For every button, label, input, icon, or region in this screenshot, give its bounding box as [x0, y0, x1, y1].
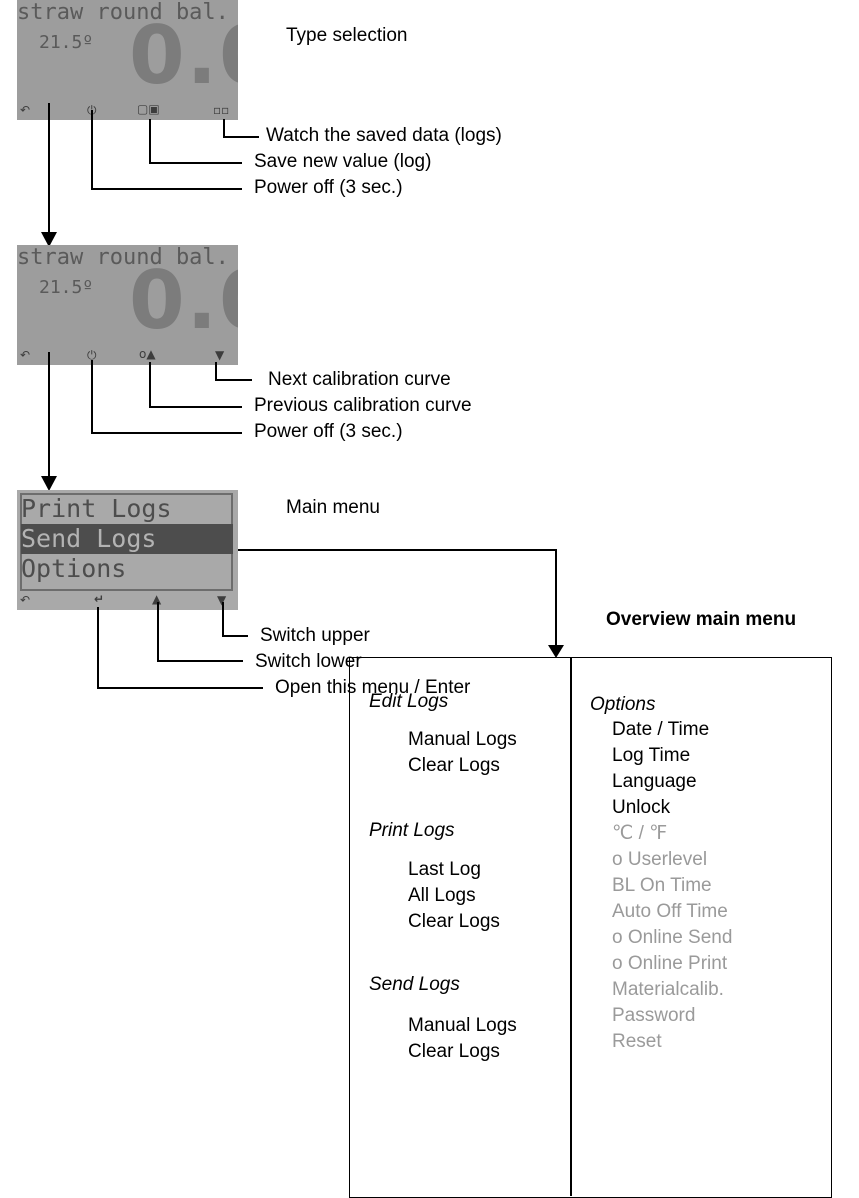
menu-item-temp-unit: ℃ / ℉	[612, 823, 668, 844]
screen3-title: Main menu	[286, 497, 380, 518]
lcd-temperature: 21.5º	[39, 277, 94, 298]
menu-item-send-manual: Manual Logs	[408, 1015, 517, 1036]
lcd-menu-item-print[interactable]: Print Logs	[21, 494, 172, 523]
menu-item-edit-clear: Clear Logs	[408, 755, 500, 776]
menu-item-print-clear: Clear Logs	[408, 911, 500, 932]
menu-item-language: Language	[612, 771, 697, 792]
lcd-material-line: straw round bal.	[17, 0, 229, 25]
menu-head-print-logs: Print Logs	[369, 820, 455, 841]
back-arrow-icon[interactable]: ↶	[20, 593, 31, 607]
enter-icon[interactable]: ↵	[94, 592, 105, 606]
logs-icon[interactable]: ▫▫	[213, 103, 230, 117]
menu-item-materialcalib: Materialcalib.	[612, 979, 724, 1000]
power-icon[interactable]: ⏻	[87, 348, 97, 362]
callout-save-value: Save new value (log)	[254, 151, 432, 172]
triangle-up-icon[interactable]: o▲	[139, 347, 156, 361]
back-arrow-icon[interactable]: ↶	[20, 103, 31, 117]
menu-item-bl-on-time: BL On Time	[612, 875, 712, 896]
arrow-down-1	[41, 232, 57, 247]
lcd-value: 0.0	[129, 254, 238, 347]
menu-item-unlock: Unlock	[612, 797, 671, 818]
menu-head-edit-logs: Edit Logs	[369, 691, 449, 712]
save-icon[interactable]: ▢▣	[137, 102, 160, 116]
menu-item-online-send: o Online Send	[612, 927, 733, 948]
menu-item-edit-manual: Manual Logs	[408, 729, 517, 750]
triangle-down-icon[interactable]: ▼	[217, 593, 227, 607]
menu-item-log-time: Log Time	[612, 745, 691, 766]
callout-watch-logs: Watch the saved data (logs)	[266, 125, 502, 146]
arrow-down-3	[548, 645, 564, 658]
menu-head-send-logs: Send Logs	[369, 974, 460, 995]
callout-open-menu: Open this menu / Enter	[275, 677, 471, 698]
lcd-value: 0.0	[129, 9, 238, 102]
lcd-screen-type-selection: straw round bal. 21.5º 0.0 ↶ ⏻ ▢▣ ▫▫	[17, 0, 238, 120]
menu-head-options: Options	[590, 694, 656, 715]
menu-item-online-print: o Online Print	[612, 953, 728, 974]
lcd-material-line: straw round bal.	[17, 245, 229, 270]
overview-title: Overview main menu	[606, 609, 797, 630]
menu-item-password: Password	[612, 1005, 696, 1026]
lcd-screen-main-menu: Print Logs Send Logs Options ↶ ↵ ▲ ▼	[17, 490, 238, 610]
menu-item-send-clear: Clear Logs	[408, 1041, 500, 1062]
callout-next-curve: Next calibration curve	[268, 369, 451, 390]
callout-switch-upper: Switch upper	[260, 625, 370, 646]
menu-item-print-all: All Logs	[408, 885, 476, 906]
triangle-up-icon[interactable]: ▲	[152, 592, 162, 606]
callout-power-off-2: Power off (3 sec.)	[254, 421, 403, 442]
arrow-down-2	[41, 476, 57, 491]
menu-item-auto-off-time: Auto Off Time	[612, 901, 728, 922]
lcd-temperature: 21.5º	[39, 32, 94, 53]
callout-previous-curve: Previous calibration curve	[254, 395, 472, 416]
menu-item-userlevel: o Userlevel	[612, 849, 708, 870]
lcd-menu-item-send[interactable]: Send Logs	[21, 524, 157, 553]
back-arrow-icon[interactable]: ↶	[20, 348, 31, 362]
overview-column-divider	[570, 657, 572, 1196]
menu-item-print-last: Last Log	[408, 859, 481, 880]
callout-switch-lower: Switch lower	[255, 651, 362, 672]
callout-power-off-1: Power off (3 sec.)	[254, 177, 403, 198]
menu-item-reset: Reset	[612, 1031, 662, 1052]
triangle-down-icon[interactable]: ▼	[215, 348, 225, 362]
lcd-menu-item-options[interactable]: Options	[21, 554, 127, 583]
screen1-title: Type selection	[286, 25, 408, 46]
menu-item-date-time: Date / Time	[612, 719, 710, 740]
lcd-screen-calibration: straw round bal. 21.5º 0.0 ↶ ⏻ o▲ ▼	[17, 245, 238, 365]
